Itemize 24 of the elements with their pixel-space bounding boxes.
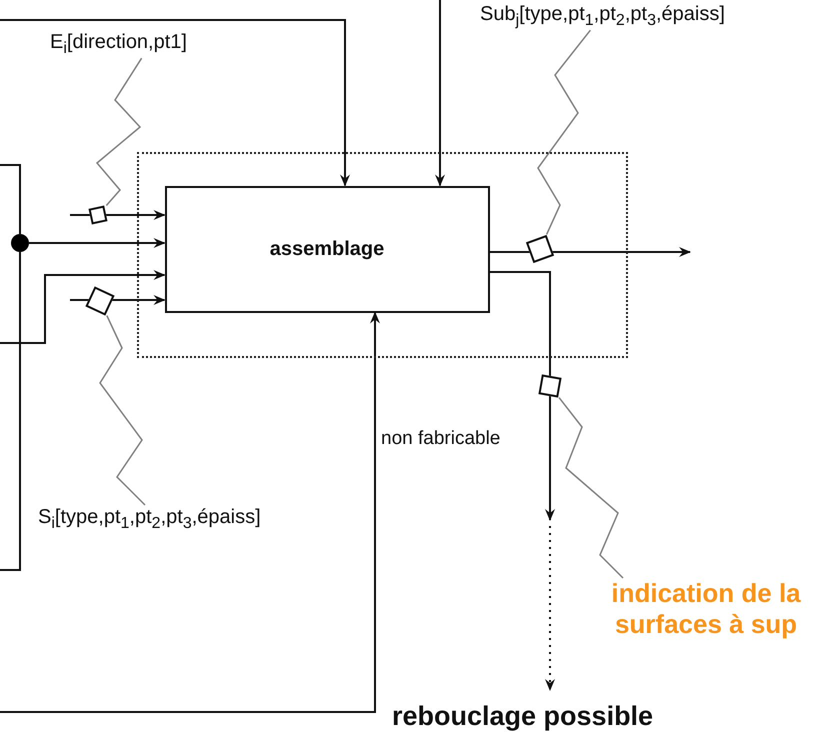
- arrow: [70, 210, 166, 220]
- output-label: rebouclage possible: [392, 700, 654, 732]
- marker-square: [88, 206, 108, 224]
- leader-line: [96, 58, 142, 206]
- arrow: [0, 312, 380, 713]
- arrow: [545, 526, 555, 691]
- arrow: [435, 0, 445, 186]
- junction-dot: [11, 234, 29, 252]
- process-name: assemblage: [270, 237, 384, 261]
- leader-line: [558, 397, 624, 579]
- arrow: [0, 270, 166, 344]
- parameter-label: S$_{i}$[type,pt$_{1}$,pt$_{2}$,pt$_{3}$,épaiss]: [38, 505, 261, 534]
- arrow: [490, 247, 691, 257]
- leader-line: [537, 30, 591, 235]
- dotted-boundary: [137, 152, 628, 358]
- leader-line: [99, 315, 146, 506]
- parameter-label: E$_{i}$[direction,pt1]: [50, 30, 187, 58]
- arrow: [490, 271, 555, 521]
- annotation-text: indication de la surfaces à sup: [575, 578, 837, 640]
- parameter-label: Sub$_{j}$[type,pt$_{1}$,pt$_{2}$,pt$_{3}$,épaiss]: [480, 2, 725, 30]
- arrow: [0, 19, 350, 186]
- arrow: [29, 238, 166, 248]
- marker-square: [538, 374, 562, 398]
- process-box: [164, 186, 490, 312]
